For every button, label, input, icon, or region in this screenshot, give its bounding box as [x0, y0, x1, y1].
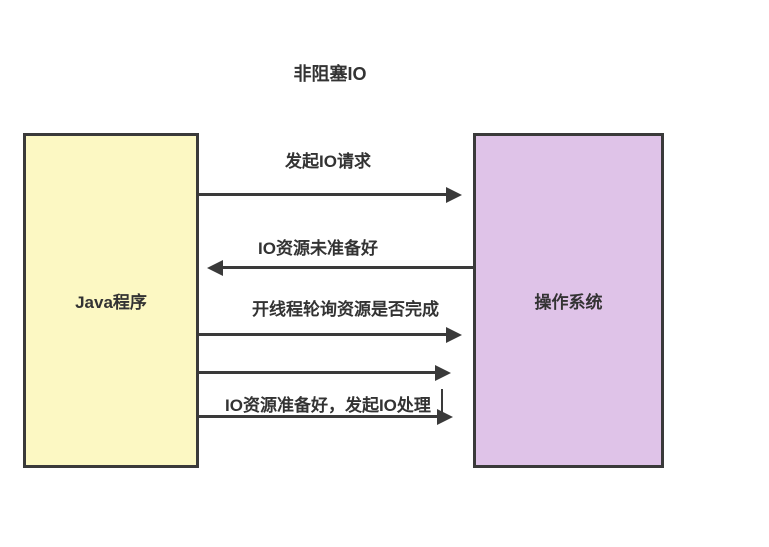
arrow-initiate-io-request[interactable] — [199, 193, 447, 196]
arrow-label-io-resource-not-ready: IO资源未准备好 — [258, 239, 378, 258]
java-program-label: Java程序 — [75, 293, 147, 312]
diagram-title: 非阻塞IO — [293, 64, 367, 84]
arrow-io-resource-not-ready[interactable] — [222, 266, 473, 269]
operating-system-box[interactable]: 操作系统 — [473, 133, 664, 468]
arrow-polling-repeat[interactable] — [199, 371, 436, 374]
arrow-label-thread-polling: 开线程轮询资源是否完成 — [252, 300, 439, 319]
text-caret — [441, 389, 443, 417]
operating-system-label: 操作系统 — [534, 293, 603, 312]
java-program-box[interactable]: Java程序 — [23, 133, 199, 468]
arrow-thread-polling[interactable] — [199, 333, 447, 336]
arrow-io-ready-process[interactable] — [199, 415, 438, 418]
arrow-label-io-ready-process: IO资源准备好，发起IO处理 — [225, 396, 431, 415]
arrow-label-initiate-io-request: 发起IO请求 — [285, 152, 371, 171]
